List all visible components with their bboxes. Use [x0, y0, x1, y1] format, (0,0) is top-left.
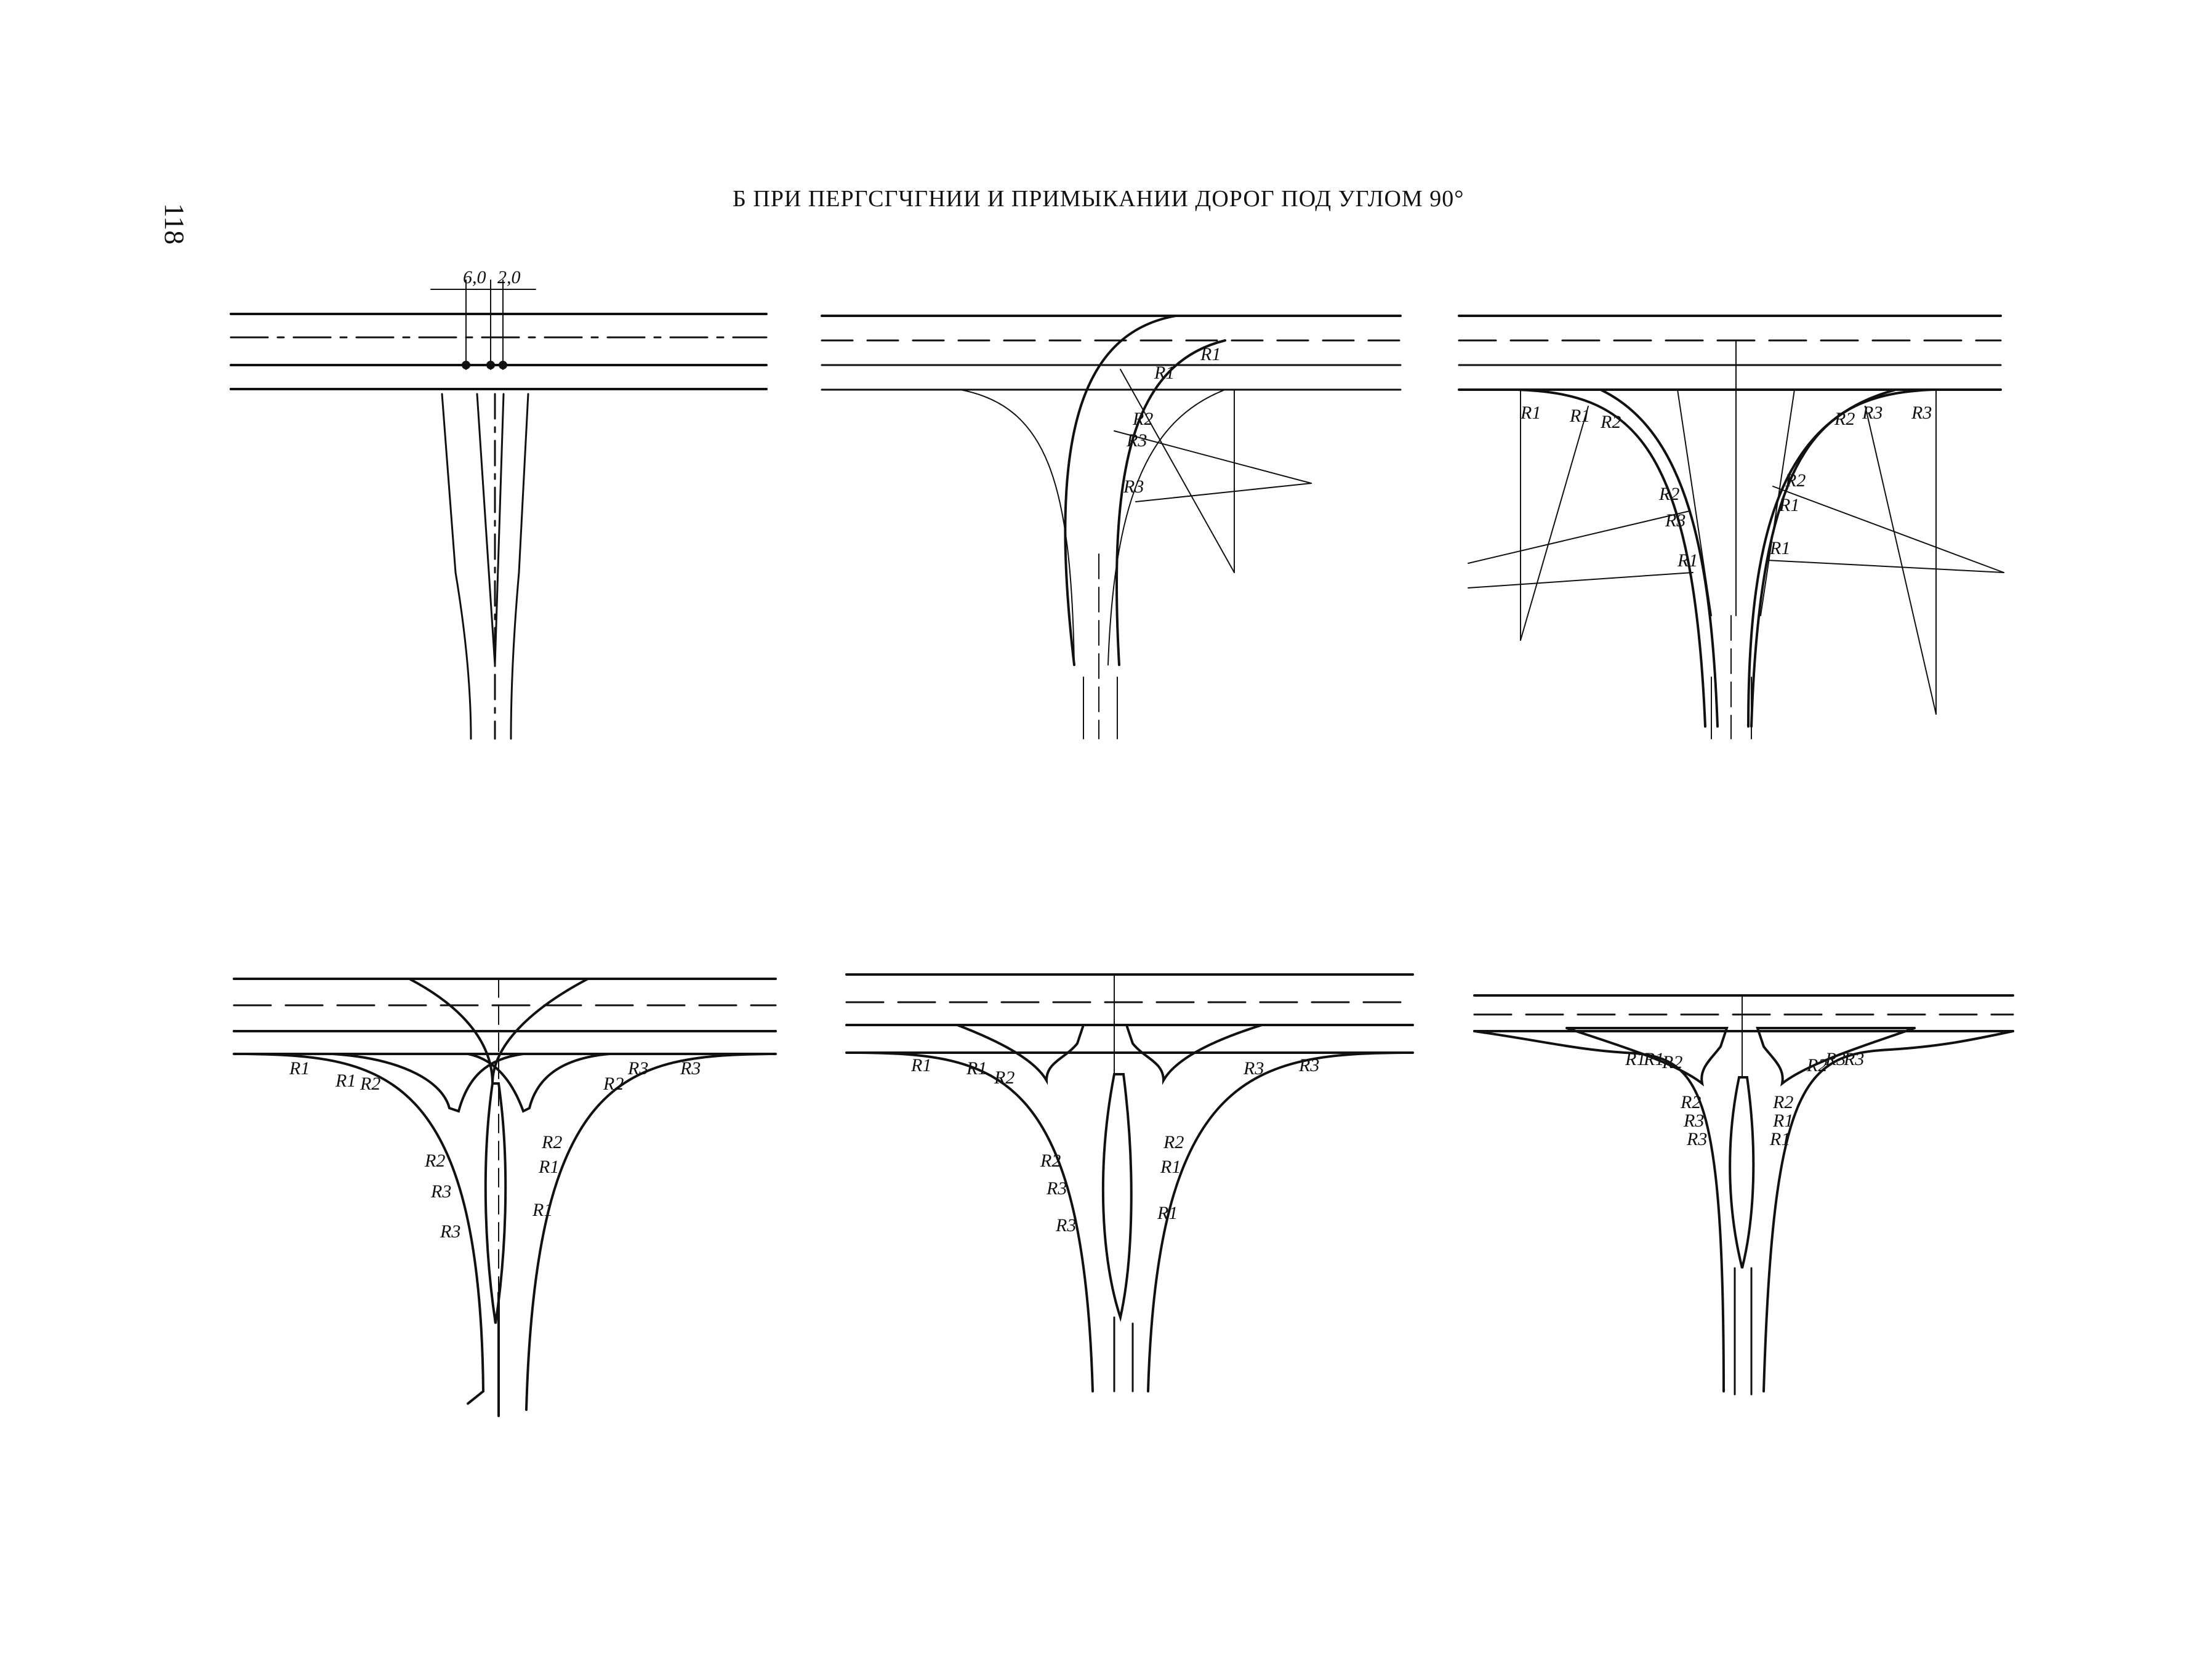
- label-r3: R3: [1911, 403, 1932, 423]
- page-title: Б ПРИ ПЕРГСГЧГНИИ И ПРИМЫКАНИИ ДОРОГ ПОД…: [733, 186, 1464, 212]
- diagram-intersection-islands-c: R1 R1 R2 R2 R3 R3 R2 R1 R1 R3 R3 R2: [1473, 994, 2014, 1396]
- diagram-intersection-right-turn: R1 R1 R2 R3 R3: [821, 315, 1402, 739]
- island-curves: [858, 974, 1405, 1393]
- label-r1: R1: [1772, 1111, 1793, 1131]
- label-r3: R3: [440, 1221, 460, 1242]
- label-r3: R3: [1298, 1055, 1319, 1075]
- label-r2: R2: [1662, 1052, 1682, 1072]
- label-r2: R2: [1785, 470, 1806, 491]
- dimension-lines: [430, 279, 536, 370]
- construction-lines: [1468, 341, 2004, 739]
- label-r3: R3: [1862, 403, 1883, 423]
- label-r1: R1: [1157, 1203, 1178, 1223]
- label-r1: R1: [1160, 1157, 1181, 1177]
- label-r3: R3: [680, 1058, 701, 1079]
- label-r1: R1: [1769, 538, 1790, 558]
- label-r1: R1: [1677, 550, 1698, 571]
- diagram-intersection-islands-a: R1 R1 R2 R2 R3 R3 R2 R1 R1 R3 R3 R2: [233, 978, 777, 1417]
- label-r1: R1: [910, 1055, 931, 1075]
- label-r1: R1: [1625, 1049, 1645, 1069]
- label-r1: R1: [1569, 406, 1590, 426]
- label-r2: R2: [994, 1067, 1015, 1088]
- dimension-label-6-0: 6,0: [463, 267, 486, 287]
- label-r2: R2: [1658, 484, 1679, 504]
- label-r3: R3: [1825, 1049, 1846, 1069]
- label-r3: R3: [1046, 1178, 1067, 1199]
- label-r1: R1: [335, 1071, 356, 1091]
- label-r1: R1: [532, 1200, 553, 1220]
- label-r1: R1: [1200, 344, 1221, 364]
- side-road: [441, 393, 529, 740]
- label-r2: R2: [360, 1074, 380, 1094]
- label-r1: R1: [1520, 403, 1541, 423]
- label-r2: R2: [541, 1132, 562, 1152]
- diagram-intersection-simple: 6,0 2,0: [230, 267, 768, 740]
- turn-curves: [1516, 388, 1934, 728]
- label-r2: R2: [1806, 1055, 1827, 1075]
- label-r2: R2: [1132, 409, 1153, 429]
- dimension-label-2-0: 2,0: [497, 267, 521, 287]
- label-r1: R1: [538, 1157, 559, 1177]
- page-number: 118: [159, 203, 190, 244]
- label-r2: R2: [1163, 1132, 1184, 1152]
- diagram-intersection-double-turn: R1 R1 R2 R3 R2 R3 R2 R3 R1 R2 R1 R1: [1458, 315, 2004, 739]
- label-r2: R2: [424, 1151, 445, 1171]
- island-curves: [245, 978, 771, 1417]
- label-r2: R2: [1040, 1151, 1061, 1171]
- turn-curves: [1064, 315, 1226, 666]
- main-road-lines: [230, 313, 768, 390]
- label-r1: R1: [1769, 1129, 1790, 1149]
- label-r2: R2: [1772, 1092, 1793, 1112]
- label-r3: R3: [627, 1058, 648, 1079]
- label-r1: R1: [289, 1058, 310, 1079]
- label-r3: R3: [1126, 430, 1147, 451]
- label-r2: R2: [1600, 412, 1621, 432]
- label-r2: R2: [1834, 409, 1855, 429]
- label-r1: R1: [966, 1058, 987, 1079]
- label-r3: R3: [1683, 1111, 1704, 1131]
- label-r2: R2: [1680, 1092, 1701, 1112]
- label-r1: R1: [1778, 495, 1799, 515]
- label-r3: R3: [1243, 1058, 1264, 1079]
- diagram-intersection-islands-b: R1 R1 R2 R2 R3 R3 R2 R1 R1 R3 R3: [845, 973, 1414, 1393]
- label-r3: R3: [1055, 1215, 1076, 1236]
- label-r1: R1: [1643, 1049, 1664, 1069]
- label-r3: R3: [430, 1181, 451, 1202]
- label-r1: R1: [1154, 363, 1175, 383]
- label-r3: R3: [1123, 476, 1144, 497]
- label-r3: R3: [1665, 510, 1686, 531]
- label-r2: R2: [603, 1074, 624, 1094]
- label-r3: R3: [1686, 1129, 1707, 1149]
- construction-lines: [960, 369, 1312, 739]
- island-curves: [1473, 995, 2014, 1396]
- label-r3: R3: [1843, 1049, 1864, 1069]
